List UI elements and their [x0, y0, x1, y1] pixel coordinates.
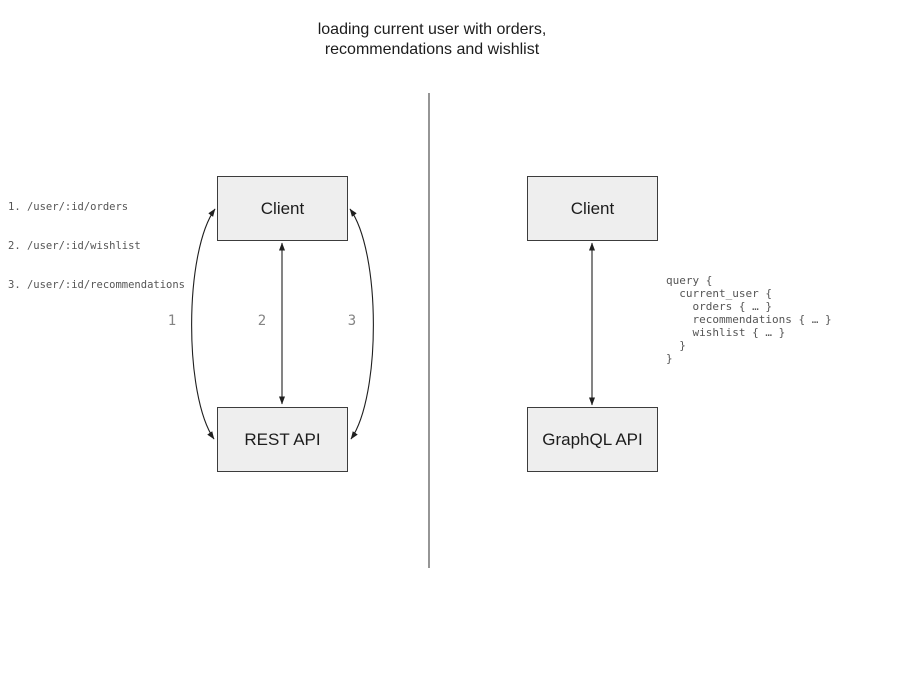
graphql-client-node-label: Client — [570, 198, 615, 218]
graphql-query-code: query { current_user { orders { … } reco… — [666, 274, 832, 365]
diagram-title-line1: loading current user with orders, — [317, 21, 547, 38]
rest-arrow-label-2: 2 — [257, 313, 267, 329]
rest-endpoint-list: 1. /user/:id/orders 2. /user/:id/wishlis… — [8, 175, 185, 318]
graphql-api-node: GraphQL API — [527, 407, 658, 472]
rest-arrow-1-curve — [191, 208, 216, 440]
rest-arrow-label-1: 1 — [167, 313, 177, 329]
rest-client-node-label: Client — [260, 198, 305, 218]
rest-endpoint-orders: 1. /user/:id/orders — [8, 201, 129, 213]
rest-api-node: REST API — [217, 407, 348, 472]
rest-arrow-label-3: 3 — [347, 313, 357, 329]
rest-endpoint-wishlist: 2. /user/:id/wishlist — [8, 240, 141, 252]
graphql-client-node: Client — [527, 176, 658, 241]
graphql-api-node-label: GraphQL API — [542, 429, 643, 449]
diagram-title-line2: recommendations and wishlist — [324, 41, 540, 58]
rest-client-node: Client — [217, 176, 348, 241]
rest-endpoint-recommendations: 3. /user/:id/recommendations — [8, 279, 186, 291]
diagram-title: loading current user with orders, recomm… — [132, 20, 732, 60]
rest-api-node-label: REST API — [244, 429, 321, 449]
